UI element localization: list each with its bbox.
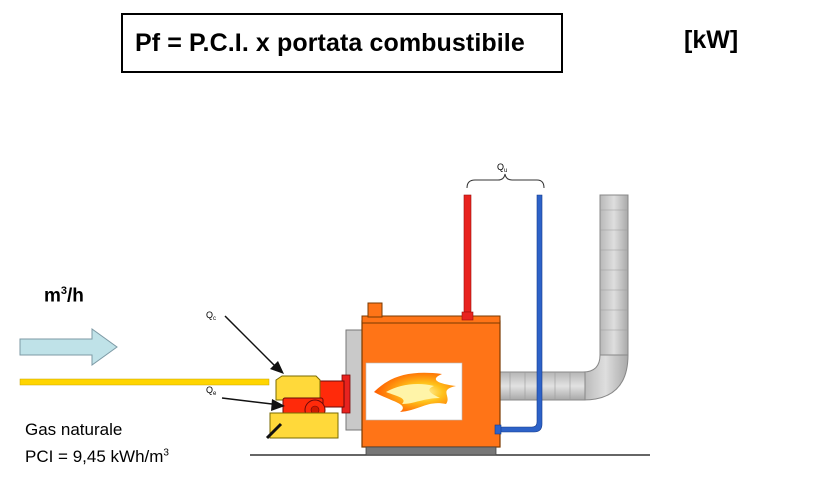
flow-arrow [19, 328, 118, 366]
formula-text: Pf = P.C.I. x portata combustibile [135, 28, 525, 57]
gas-name: Gas naturale [25, 420, 123, 439]
flow-sup: 3 [60, 285, 68, 297]
flow-base: m [44, 285, 61, 307]
qc-arrow-head [270, 361, 284, 374]
flow-tail: /h [67, 285, 84, 307]
qe-label: Qe [206, 385, 217, 397]
cold-water-pipe [494, 194, 543, 435]
qe-arrow-line [221, 397, 273, 405]
gas-pci-text: PCI = 9,45 kWh/m [25, 447, 164, 466]
qc-label: Qc [206, 310, 216, 322]
formula-box: Pf = P.C.I. x portata combustibile [121, 13, 563, 73]
qu-label: Qu [497, 162, 507, 174]
unit-label: [kW] [684, 26, 739, 54]
flame-window [365, 362, 463, 421]
flue-pipe [499, 194, 629, 401]
fuel-line [19, 378, 270, 386]
qc-arrow-line [224, 315, 277, 368]
gas-pci: PCI = 9,45 kWh/m3 [25, 447, 169, 467]
qe-arrow-head [271, 399, 285, 411]
burner [265, 374, 351, 440]
flow-rate-label: m3/h [44, 285, 84, 307]
hot-water-pipe [461, 194, 474, 321]
qu-brace [466, 173, 545, 189]
gas-pci-sup: 3 [163, 447, 169, 459]
